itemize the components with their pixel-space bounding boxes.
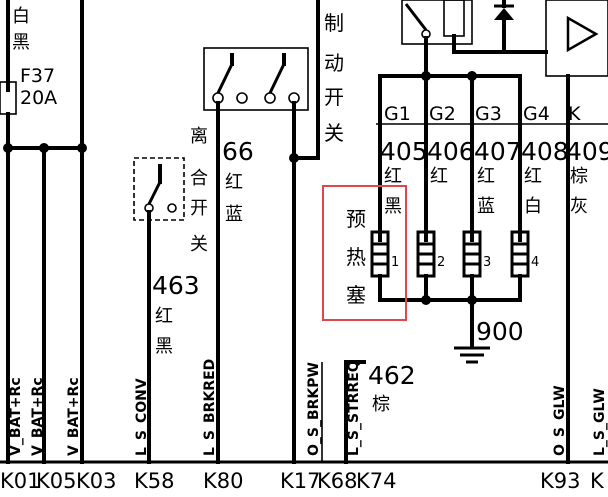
vlabel-k01: V_BAT+Rc (8, 377, 24, 456)
vlabel-k58: L_S_CONV (134, 378, 150, 456)
pin-k03: K03 (76, 469, 117, 493)
glow-wire-407: 407 (474, 137, 522, 166)
vlabel-k74: L_S_STRREQ (346, 360, 362, 456)
header-g1: G1 (384, 103, 411, 125)
clutch-label-4: 关 (190, 234, 208, 255)
pin-k17: K17 (280, 469, 321, 493)
glow-407-color-2: 蓝 (477, 196, 495, 217)
glow-bus-junction (421, 71, 431, 81)
wire-66-color-2: 蓝 (225, 204, 243, 225)
glow-wire-408: 408 (521, 137, 569, 166)
pin-k58: K58 (134, 469, 175, 493)
plug-pin-2: 2 (437, 255, 445, 270)
plug-pin-4: 4 (531, 255, 539, 270)
brake-lever-2 (268, 63, 286, 94)
glow-406-color-1: 红 (430, 166, 448, 187)
junction-k01 (3, 143, 13, 153)
clutch-contact-b (167, 203, 177, 213)
header-g2: G2 (429, 103, 456, 125)
brake-contact-2 (236, 92, 248, 104)
vlabel-k: L_S_GLW (592, 388, 608, 456)
clutch-label-3: 开 (190, 198, 208, 219)
clutch-switch-box (133, 157, 185, 221)
glow-plug-highlight (322, 185, 407, 321)
glow-405-color-2: 黑 (384, 196, 402, 217)
pin-k01: K01 (0, 469, 41, 493)
vlabel-k93: O_S_GLW (552, 385, 568, 456)
glow-407-color-1: 红 (477, 166, 495, 187)
header-g3: G3 (475, 103, 502, 125)
top-left-color-2: 黑 (12, 32, 30, 53)
glow-wire-406: 406 (427, 137, 475, 166)
fuse-id: F37 (20, 65, 55, 87)
brake-label-3: 开 (324, 85, 344, 109)
clutch-label-2: 合 (190, 168, 208, 189)
clutch-lever (147, 181, 162, 205)
vlabel-k03: V_BAT+Rc (66, 377, 82, 456)
plug-pin-1: 1 (391, 255, 399, 270)
relay-contact (404, 3, 428, 31)
glow-plug-label-3: 塞 (346, 283, 366, 307)
pin-k74: K74 (356, 469, 397, 493)
pin-k05: K05 (36, 469, 77, 493)
relay-coil (443, 0, 465, 37)
ground-wire-number: 900 (476, 317, 524, 346)
brake-switch-box (203, 47, 309, 111)
wire-66-color-1: 红 (225, 172, 243, 193)
ecu-box (545, 0, 608, 77)
glow-408-color-2: 白 (524, 196, 542, 217)
glow-408-color-1: 红 (524, 166, 542, 187)
glow-plug-label-2: 热 (346, 245, 366, 269)
pin-k80: K80 (203, 469, 244, 493)
relay-box (401, 0, 473, 45)
top-left-color-1: 白 (12, 6, 30, 27)
brake-label-4: 关 (324, 121, 344, 145)
brake-label-1: 制 (324, 11, 344, 35)
fuse-rating: 20A (20, 87, 57, 109)
wire-462-color: 棕 (372, 394, 390, 415)
brake-junction (289, 153, 299, 163)
clutch-label-1: 离 (190, 126, 208, 147)
brake-lever-1 (216, 63, 234, 94)
wire-462-number: 462 (368, 361, 416, 390)
glow-plug-label-1: 预 (346, 207, 366, 231)
pin-k-end: K (590, 469, 605, 493)
brake-contact-3 (264, 92, 276, 104)
pin-k68: K68 (317, 469, 358, 493)
pin-k93: K93 (540, 469, 581, 493)
ground-icon (454, 346, 490, 364)
glow-wire-405: 405 (380, 137, 428, 166)
header-k: K (568, 103, 581, 125)
amplifier-icon (566, 15, 599, 53)
glow-409-color-1: 棕 (570, 166, 588, 187)
brake-label-2: 动 (324, 51, 344, 75)
wire-463-color-2: 黑 (155, 336, 173, 357)
wire-463-number: 463 (152, 271, 200, 300)
vlabel-k05: V_BAT+Rc (30, 377, 46, 456)
ground-junction-1 (421, 295, 431, 305)
header-g4: G4 (523, 103, 550, 125)
diode-icon (494, 8, 514, 20)
wire-66-number: 66 (222, 137, 254, 166)
glow-409-color-2: 灰 (570, 196, 588, 217)
wire-463-color-1: 红 (155, 306, 173, 327)
vlabel-k80: L_S_BRKRED (202, 359, 218, 456)
glow-405-color-1: 红 (384, 166, 402, 187)
glow-wire-409: 409 (566, 137, 608, 166)
vlabel-k17: O_S_BRKPW (306, 362, 322, 456)
plug-pin-3: 3 (483, 255, 491, 270)
